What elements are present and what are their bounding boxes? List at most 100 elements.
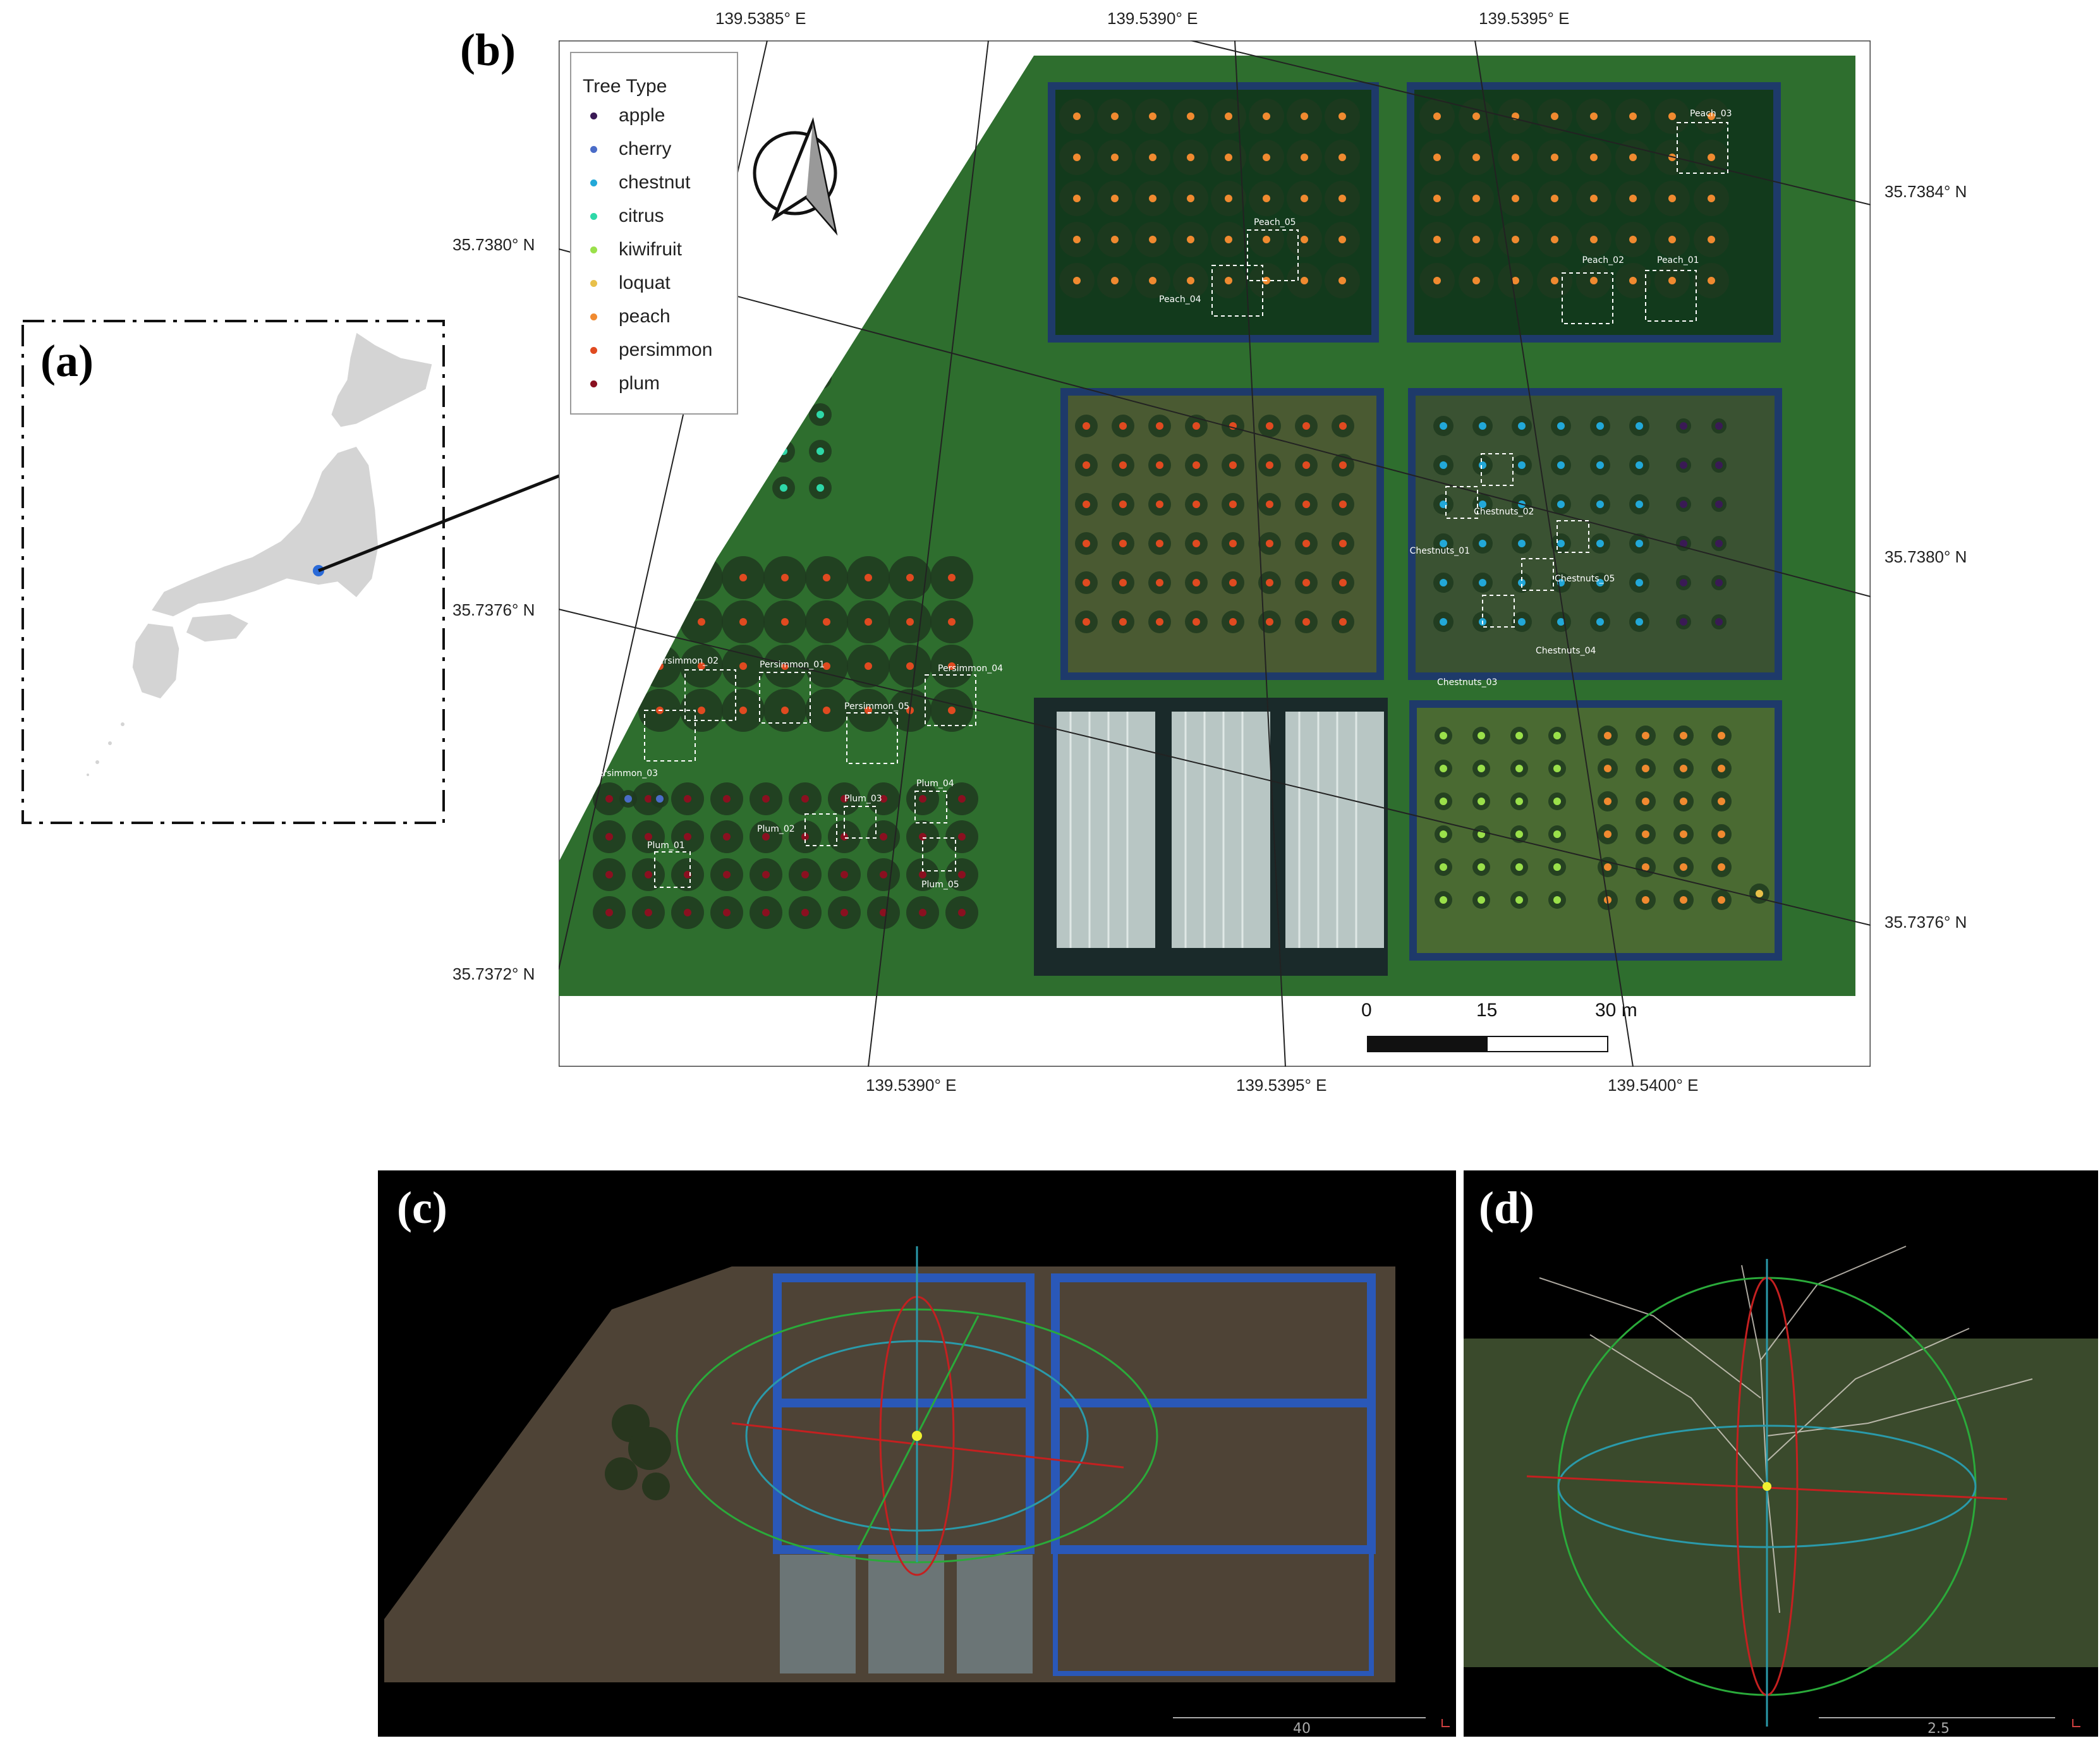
tree-point-persimmon	[1156, 540, 1163, 547]
tree-point-persimmon	[1339, 501, 1347, 508]
tree-point-persimmon	[1119, 461, 1127, 469]
tree-point-peach	[1590, 154, 1598, 161]
tree-point-citrus	[816, 447, 824, 455]
scale-label-15: 15	[1476, 1000, 1498, 1021]
tree-point-cherry	[656, 795, 664, 803]
tree-point-peach	[1642, 830, 1649, 838]
legend-item-kiwifruit: kiwifruit	[590, 234, 682, 265]
tree-point-peach	[1680, 765, 1687, 772]
tree-point-peach	[1111, 236, 1119, 243]
tree-point-plum	[723, 833, 731, 841]
tree-point-apple	[1680, 579, 1687, 586]
tree-point-plum	[841, 871, 848, 878]
tree-point-plum	[801, 833, 809, 841]
tree-point-peach	[1472, 154, 1480, 161]
legend-label: loquat	[619, 272, 671, 293]
tree-point-peach	[1338, 236, 1346, 243]
north-arrow-icon	[753, 117, 838, 236]
tree-point-persimmon	[1083, 579, 1090, 586]
tree-point-plum	[958, 833, 966, 841]
tree-point-plum	[645, 909, 652, 916]
tree-point-persimmon	[1119, 579, 1127, 586]
sample-box	[654, 851, 691, 888]
sample-box	[1677, 122, 1728, 174]
tree-point-persimmon	[906, 574, 914, 581]
tree-point-plum	[723, 909, 731, 916]
tree-point-kiwifruit	[1515, 765, 1523, 772]
tree-point-peach	[1590, 195, 1598, 202]
tree-point-kiwifruit	[1440, 732, 1447, 739]
tree-point-peach	[1604, 765, 1611, 772]
tree-point-apple	[1715, 579, 1723, 586]
tree-point-persimmon	[1229, 501, 1237, 508]
tree-point-kiwifruit	[1478, 765, 1485, 772]
tree-point-peach	[1111, 277, 1119, 284]
box-label-peach-05: Peach_05	[1254, 217, 1296, 228]
tree-point-peach	[1073, 112, 1081, 120]
point-cloud-orchard-view[interactable]: 40 (c)	[378, 1170, 1456, 1737]
box-label-persimmon-02: Persimmon_02	[653, 656, 719, 666]
tree-point-persimmon	[906, 618, 914, 626]
tree-point-persimmon	[1156, 579, 1163, 586]
tree-point-chestnut	[1440, 540, 1447, 547]
tree-point-peach	[1187, 195, 1194, 202]
tree-point-persimmon	[1266, 618, 1273, 626]
tree-point-kiwifruit	[1440, 863, 1447, 871]
tree-point-peach	[1551, 195, 1558, 202]
legend-dot-icon	[590, 145, 597, 153]
tree-point-persimmon	[1083, 501, 1090, 508]
tree-point-peach	[1472, 236, 1480, 243]
tree-point-persimmon	[698, 662, 705, 670]
tree-point-peach	[1551, 277, 1558, 284]
tree-point-plum	[605, 833, 613, 841]
tree-point-peach	[1263, 195, 1270, 202]
scalebar-c-label: 40	[1293, 1721, 1311, 1737]
coord-bottom-3: 139.5400° E	[1608, 1076, 1699, 1095]
box-label-persimmon-03: Persimmon_03	[593, 768, 658, 779]
coord-bottom-1: 139.5390° E	[866, 1076, 957, 1095]
tree-point-peach	[1708, 236, 1715, 243]
tree-point-peach	[1225, 277, 1232, 284]
box-label-peach-02: Peach_02	[1582, 255, 1624, 265]
tree-point-persimmon	[1302, 618, 1310, 626]
coord-bottom-2: 139.5395° E	[1236, 1076, 1327, 1095]
tree-point-apple	[1680, 422, 1687, 430]
sample-box-labels: Peach_03 Peach_01 Peach_02 Peach_05 Peac…	[593, 109, 1732, 890]
tree-point-plum	[919, 871, 926, 878]
tree-point-persimmon	[906, 662, 914, 670]
box-label-plum-01: Plum_01	[647, 841, 685, 851]
tree-point-peach	[1604, 732, 1611, 739]
panel-label-b: (b)	[460, 25, 516, 75]
tree-point-plum	[645, 871, 652, 878]
tree-point-persimmon	[1266, 461, 1273, 469]
tree-point-chestnut	[1596, 501, 1604, 508]
tree-point-persimmon	[1302, 501, 1310, 508]
tree-point-apple	[1680, 618, 1687, 626]
tree-point-peach	[1708, 112, 1715, 120]
legend-dot-icon	[590, 179, 597, 186]
box-label-chestnuts-05: Chestnuts_05	[1555, 574, 1615, 584]
tree-point-chestnut	[1518, 461, 1526, 469]
tree-point-persimmon	[823, 618, 830, 626]
coord-top-1: 139.5385° E	[715, 9, 806, 28]
tree-point-chestnut	[1596, 461, 1604, 469]
tree-point-chestnut	[1557, 461, 1565, 469]
legend-label: persimmon	[619, 339, 713, 360]
tree-point-plum	[605, 909, 613, 916]
legend-item-peach: peach	[590, 301, 671, 332]
tree-point-peach	[1073, 236, 1081, 243]
tree-point-persimmon	[1193, 579, 1200, 586]
legend-dot-icon	[590, 246, 597, 253]
tree-point-persimmon	[1339, 461, 1347, 469]
panel-label-d: (d)	[1479, 1182, 1534, 1233]
tree-point-peach	[1680, 830, 1687, 838]
point-cloud-tree-view[interactable]: 2.5 (d)	[1464, 1170, 2098, 1737]
tree-point-persimmon	[1229, 618, 1237, 626]
tree-point-kiwifruit	[1553, 732, 1561, 739]
tree-point-chestnut	[1440, 461, 1447, 469]
sample-box	[922, 837, 956, 871]
tree-point-peach	[1668, 195, 1676, 202]
legend-label: plum	[619, 373, 660, 394]
tree-point-apple	[1715, 540, 1723, 547]
